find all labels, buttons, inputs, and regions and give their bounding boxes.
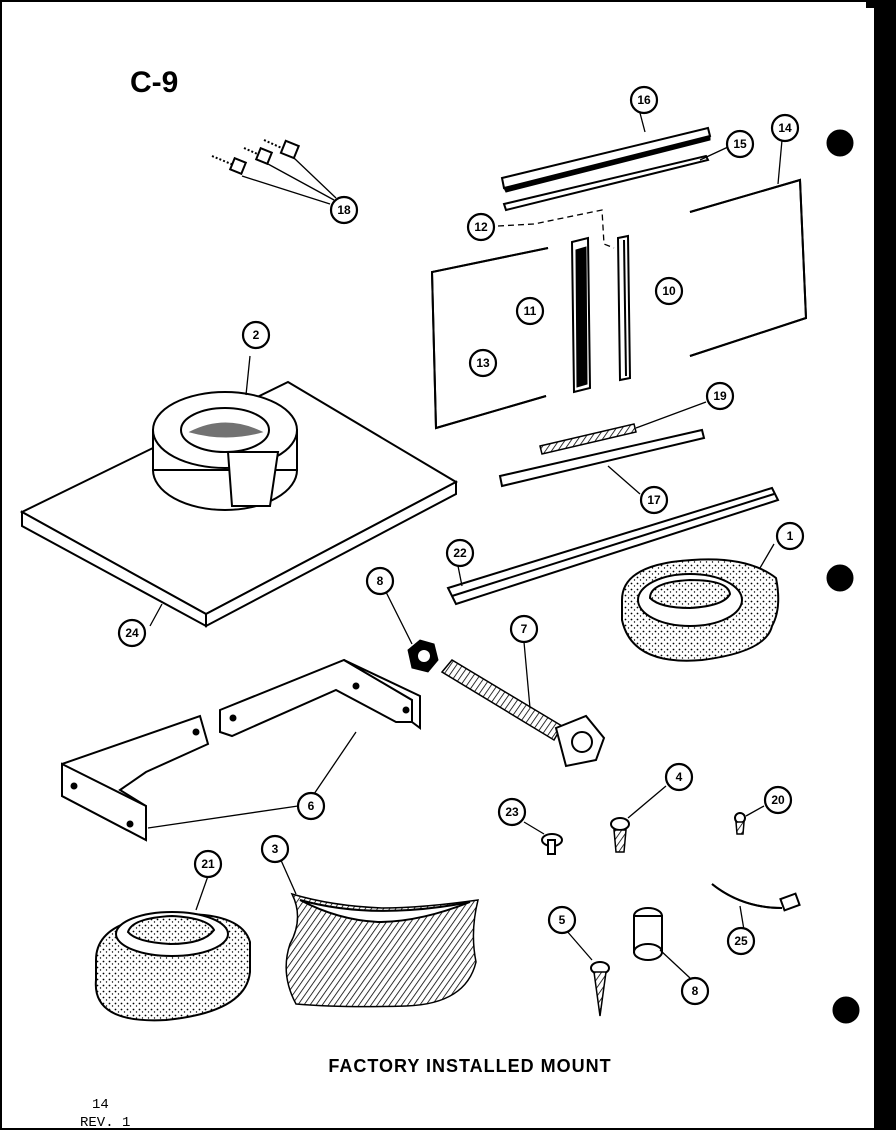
svg-text:18: 18 xyxy=(337,203,351,217)
part-3-bag xyxy=(279,857,479,1008)
callout-18: 18 xyxy=(329,195,359,225)
part-15-strip xyxy=(502,146,729,212)
part-5-wood-screw xyxy=(565,929,610,1017)
svg-text:7: 7 xyxy=(521,622,528,636)
part-16-rail xyxy=(500,112,712,193)
part-2-foam-ring xyxy=(152,355,298,511)
callout-21: 21 xyxy=(193,849,223,879)
svg-text:8: 8 xyxy=(692,984,699,998)
svg-text:2: 2 xyxy=(253,328,260,342)
part-1-foam-roll xyxy=(621,543,780,662)
callout-9: 8 xyxy=(680,976,710,1006)
svg-text:3: 3 xyxy=(272,842,279,856)
callout-2: 2 xyxy=(241,320,271,350)
callout-7: 7 xyxy=(509,614,539,644)
part-19-gasket xyxy=(539,401,707,455)
callout-4: 4 xyxy=(664,762,694,792)
callout-5: 5 xyxy=(547,905,577,935)
figure-id: C-9 xyxy=(130,66,178,99)
svg-text:25: 25 xyxy=(734,934,748,948)
part-4-screw xyxy=(610,785,667,853)
part-8-nut xyxy=(385,591,439,673)
svg-text:11: 11 xyxy=(524,304,537,318)
callout-17: 17 xyxy=(639,485,669,515)
part-12-guide xyxy=(497,209,615,249)
svg-text:23: 23 xyxy=(505,805,519,819)
svg-text:12: 12 xyxy=(474,220,488,234)
callout-8: 8 xyxy=(365,566,395,596)
callout-16: 16 xyxy=(629,85,659,115)
svg-text:20: 20 xyxy=(771,793,785,807)
part-22-channel xyxy=(446,486,780,606)
svg-text:8: 8 xyxy=(377,574,384,588)
callout-20: 20 xyxy=(763,785,793,815)
callout-22: 22 xyxy=(445,538,475,568)
callout-10: 10 xyxy=(654,276,684,306)
diagram-caption: FACTORY INSTALLED MOUNT xyxy=(328,1056,611,1076)
callout-1: 1 xyxy=(775,521,805,551)
part-14-frame xyxy=(689,139,808,357)
part-17-rail xyxy=(498,428,706,495)
part-20-screw xyxy=(734,805,765,835)
part-25-clip xyxy=(711,883,801,931)
part-11-seal xyxy=(570,236,592,394)
callout-6: 6 xyxy=(296,791,326,821)
binder-hole xyxy=(826,129,854,157)
callout-12: 12 xyxy=(466,212,496,242)
callout-14: 14 xyxy=(770,113,800,143)
callout-23: 23 xyxy=(497,797,527,827)
callout-13: 13 xyxy=(468,348,498,378)
svg-text:13: 13 xyxy=(476,356,490,370)
part-6-bracket-b xyxy=(61,714,357,842)
part-23-plug xyxy=(523,821,563,855)
svg-text:4: 4 xyxy=(676,770,683,784)
part-7-bolt xyxy=(440,641,606,768)
part-6-bracket-a xyxy=(219,658,421,738)
svg-text:17: 17 xyxy=(647,493,661,507)
svg-text:16: 16 xyxy=(637,93,651,107)
callout-25: 25 xyxy=(726,926,756,956)
callout-15: 15 xyxy=(725,129,755,159)
part-21-foam-roll xyxy=(94,875,251,1022)
callout-19: 19 xyxy=(705,381,735,411)
part-18-screws xyxy=(211,139,337,205)
paper-sheet xyxy=(2,2,874,1128)
svg-text:10: 10 xyxy=(662,284,676,298)
callout-11: 11 xyxy=(515,296,545,326)
binder-hole xyxy=(826,564,854,592)
part-10-strip xyxy=(616,234,632,382)
callout-24: 24 xyxy=(117,618,147,648)
callout-3: 3 xyxy=(260,834,290,864)
revision-label: REV. 1 xyxy=(80,1115,130,1130)
svg-text:21: 21 xyxy=(201,857,215,871)
binder-hole xyxy=(832,996,860,1024)
svg-text:15: 15 xyxy=(733,137,747,151)
svg-text:5: 5 xyxy=(559,913,566,927)
svg-text:24: 24 xyxy=(125,626,139,640)
part-9-spacer xyxy=(633,907,691,979)
svg-text:22: 22 xyxy=(453,546,467,560)
svg-text:1: 1 xyxy=(787,529,794,543)
page-number: 14 xyxy=(92,1097,109,1113)
part-13-frame xyxy=(430,247,549,430)
svg-text:14: 14 xyxy=(778,121,792,135)
svg-text:19: 19 xyxy=(713,389,727,403)
svg-text:6: 6 xyxy=(308,799,315,813)
